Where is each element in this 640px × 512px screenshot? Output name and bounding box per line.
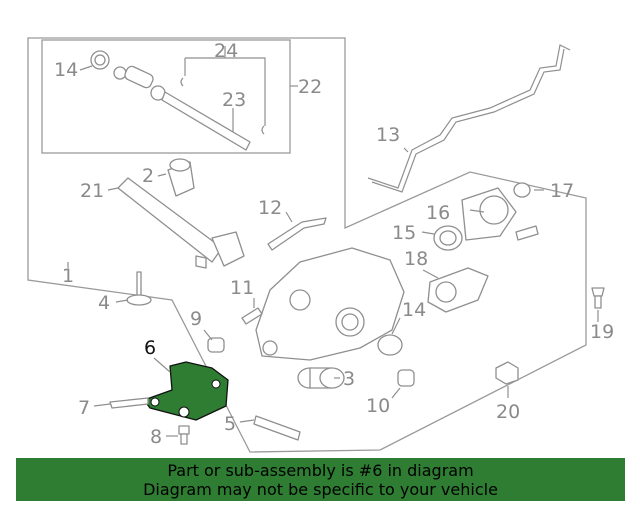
callout-7: 7 <box>78 397 90 419</box>
info-banner: Part or sub-assembly is #6 in diagram Di… <box>16 458 625 501</box>
callout-8: 8 <box>150 426 162 448</box>
bolt-7 <box>109 397 149 409</box>
banner-line-2: Diagram may not be specific to your vehi… <box>143 480 498 499</box>
bolt-11 <box>241 307 263 325</box>
callout-18: 18 <box>404 248 428 270</box>
callout-2: 2 <box>142 165 154 187</box>
callout-11: 11 <box>230 277 254 299</box>
callout-15: 15 <box>392 222 416 244</box>
callout-22: 22 <box>298 76 322 98</box>
vent-hose <box>367 44 571 193</box>
output-joint <box>427 267 489 313</box>
callout-9: 9 <box>190 308 202 330</box>
stud-4 <box>126 271 152 306</box>
callout-19: 19 <box>590 321 614 343</box>
callout-12: 12 <box>258 197 282 219</box>
seal-14 <box>377 334 403 356</box>
axle-shaft <box>90 46 266 151</box>
callout-14b: 14 <box>402 299 426 321</box>
callout-10: 10 <box>366 395 390 417</box>
bushing-9 <box>207 337 225 353</box>
callout-6: 6 <box>144 337 156 359</box>
callout-1: 1 <box>62 265 74 287</box>
callout-21: 21 <box>80 180 104 202</box>
callout-16: 16 <box>426 202 450 224</box>
callout-4: 4 <box>98 292 110 314</box>
bushing-10 <box>397 369 415 387</box>
callout-13: 13 <box>376 124 400 146</box>
callout-23: 23 <box>222 89 246 111</box>
callout-24: 24 <box>214 40 238 62</box>
callout-17: 17 <box>550 180 574 202</box>
callout-14a: 14 <box>54 59 78 81</box>
bolt-19 <box>591 287 605 309</box>
assembly-outline <box>27 37 587 453</box>
pinion-flange <box>433 182 539 251</box>
bushing-3 <box>297 367 345 389</box>
callout-3: 3 <box>343 368 355 390</box>
callout-labels: 14 24 22 23 2 21 13 17 16 15 12 18 1 4 1… <box>54 40 614 448</box>
subassembly-box <box>41 39 291 154</box>
nut-20 <box>495 361 519 385</box>
half-shaft-tube <box>117 158 245 269</box>
mounting-bracket-part-6 <box>143 361 229 421</box>
differential-housing <box>255 247 405 361</box>
callout-5: 5 <box>224 413 236 435</box>
leader-lines <box>67 65 599 437</box>
bolt-5 <box>253 415 301 441</box>
bolt-8 <box>178 425 190 445</box>
banner-line-1: Part or sub-assembly is #6 in diagram <box>167 461 474 480</box>
callout-20: 20 <box>496 401 520 423</box>
bracket-12 <box>267 217 327 251</box>
